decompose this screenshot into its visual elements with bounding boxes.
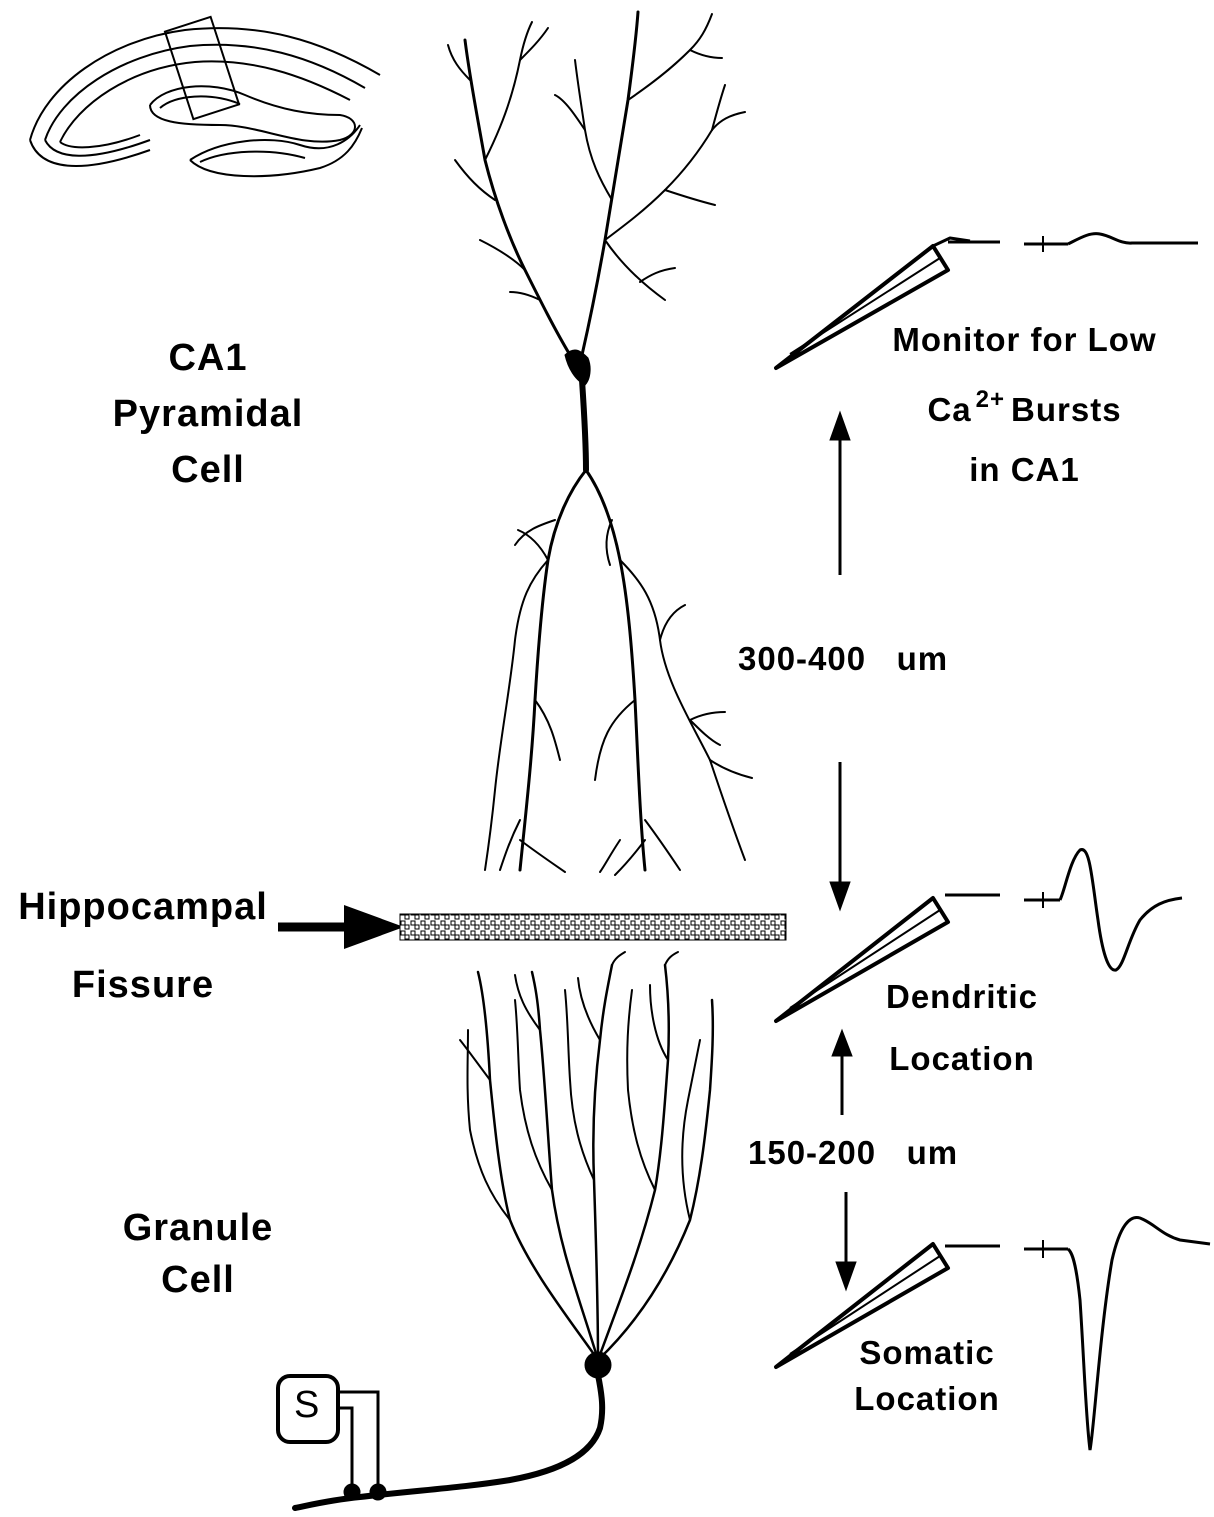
monitor-label-line3: in CA1 [872, 440, 1177, 500]
granule-label-line2: Cell [98, 1254, 298, 1306]
calcium-symbol: Ca [927, 391, 971, 428]
distance-upper-label: 300-400 um [738, 640, 948, 678]
granule-cell-label: Granule Cell [98, 1202, 298, 1306]
pyramidal-label-line1: CA1 [108, 330, 308, 386]
trace-dendritic [1024, 850, 1182, 971]
fissure-arrow [278, 905, 404, 949]
distance-lower-label: 150-200 um [748, 1134, 958, 1172]
dendritic-location-label: Dendritic Location [862, 966, 1062, 1090]
granule-cell [295, 952, 713, 1508]
dendritic-label-line1: Dendritic [862, 966, 1062, 1028]
fissure-label-line1: Hippocampal [8, 868, 278, 946]
somatic-label-line2: Location [832, 1376, 1022, 1422]
calcium-charge: 2+ [976, 386, 1005, 413]
dendritic-label-line2: Location [862, 1028, 1062, 1090]
pyramidal-label-line3: Cell [108, 442, 308, 498]
fissure-label-line2: Fissure [8, 946, 278, 1024]
somatic-location-label: Somatic Location [832, 1330, 1022, 1422]
hippocampal-fissure-band [400, 914, 786, 940]
pyramidal-label-line2: Pyramidal [108, 386, 308, 442]
somatic-label-line1: Somatic [832, 1330, 1022, 1376]
bursts-word: Bursts [1011, 391, 1122, 428]
fissure-label: Hippocampal Fissure [8, 868, 278, 1024]
hippocampus-outline [30, 17, 380, 176]
monitor-label-line1: Monitor for Low [872, 310, 1177, 370]
granule-label-line1: Granule [98, 1202, 298, 1254]
pyramidal-cell [448, 12, 752, 875]
stimulator-label: S [294, 1384, 320, 1427]
trace-somatic [1024, 1217, 1210, 1450]
pyramidal-cell-label: CA1 Pyramidal Cell [108, 330, 308, 498]
trace-upper [1024, 234, 1198, 252]
